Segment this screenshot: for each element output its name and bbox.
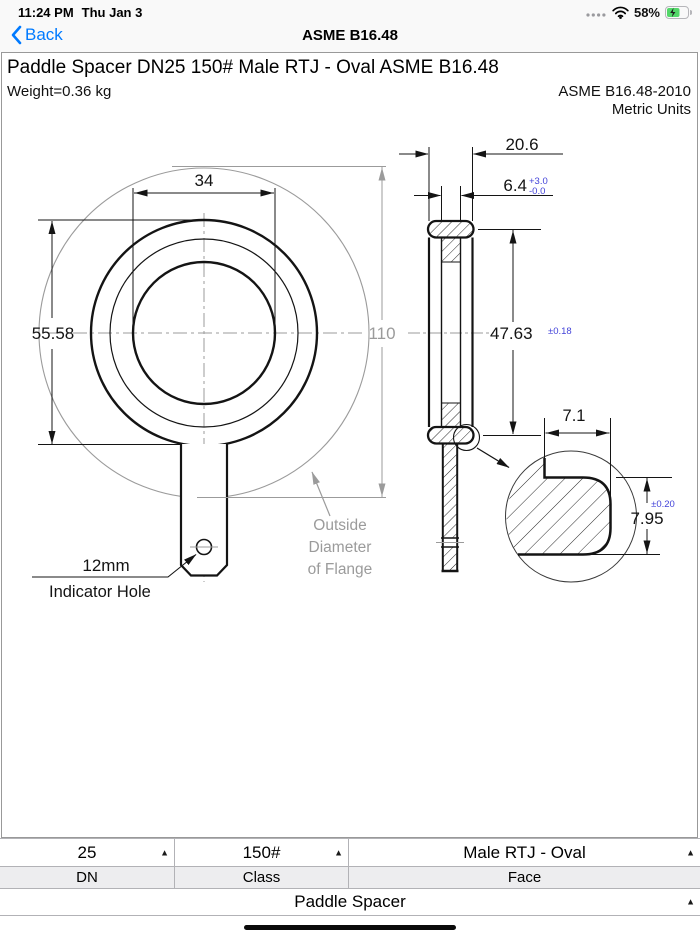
- page-title: Paddle Spacer DN25 150# Male RTJ - Oval …: [7, 57, 499, 78]
- units-label: Metric Units: [611, 101, 691, 118]
- sheet-border: [1, 52, 698, 838]
- technical-drawing: 34 55.58 110 Outside Diameter of Flange: [1, 52, 698, 838]
- ring-pitch-circle: [109, 238, 299, 428]
- back-button[interactable]: Back: [10, 25, 63, 45]
- face-header: Face: [507, 869, 542, 886]
- face-value-cell[interactable]: Male RTJ - Oval ▲: [349, 839, 700, 866]
- front-view: 34 55.58 110 Outside Diameter of Flange: [32, 166, 396, 601]
- dn-dropdown-icon: ▲: [160, 847, 169, 857]
- dn-header-cell: DN: [0, 867, 175, 888]
- indicator-hole-leader: [32, 554, 197, 578]
- detail-leader: [476, 447, 510, 469]
- weight-label: Weight=0.36 kg: [7, 83, 112, 100]
- top-bar: 11:24 PM Thu Jan 3 58% Back ASME B16.48: [0, 0, 700, 52]
- indicator-hole-label: Indicator Hole: [49, 583, 151, 601]
- back-chevron-icon: [11, 25, 22, 45]
- nav-title: ASME B16.48: [302, 27, 398, 44]
- cellular-signal-icon: [586, 13, 606, 17]
- face-header-cell: Face: [349, 867, 700, 888]
- type-value: Paddle Spacer: [294, 892, 406, 911]
- back-label: Back: [25, 25, 63, 44]
- od-note-line3: of Flange: [308, 561, 373, 578]
- battery-charging-icon: [665, 5, 692, 19]
- dim-ring-od: 55.58: [32, 324, 75, 343]
- dim-flange-od: 110: [368, 324, 395, 343]
- detail-view: 7.1 7.95 ±0.20: [505, 407, 675, 583]
- ring-section-bottom: [426, 425, 475, 445]
- dn-header: DN: [76, 869, 98, 886]
- status-date: Thu Jan 3: [81, 5, 143, 20]
- face-dropdown-icon: ▲: [686, 847, 695, 857]
- class-dropdown-icon: ▲: [334, 847, 343, 857]
- handle-outline: [179, 444, 229, 577]
- dim-pitch-diameter: 47.63: [490, 324, 533, 343]
- od-note-line2: Diameter: [309, 539, 372, 556]
- dim-ring-width: 7.1: [563, 407, 586, 425]
- dim-ring-height: 7.95: [630, 509, 663, 528]
- dim-ring-height-tol: ±0.20: [651, 499, 675, 510]
- class-header-cell: Class: [175, 867, 349, 888]
- ring-section-top: [426, 219, 475, 239]
- class-header: Class: [242, 869, 281, 886]
- face-value: Male RTJ - Oval: [463, 842, 586, 862]
- type-value-cell[interactable]: Paddle Spacer ▲: [0, 889, 700, 915]
- type-dropdown-icon: ▲: [686, 896, 695, 907]
- dim-indicator-hole: 12mm: [82, 556, 129, 575]
- home-indicator[interactable]: [244, 925, 456, 930]
- od-note-leader: [311, 471, 331, 517]
- ring-profile: [518, 458, 612, 556]
- status-time-date: 11:24 PM Thu Jan 3: [18, 5, 142, 20]
- dim-pitch-tol: ±0.18: [548, 326, 572, 337]
- dn-value-cell[interactable]: 25 ▲: [0, 839, 175, 866]
- standard-label: ASME B16.48-2010: [558, 83, 691, 100]
- dim-plate-thickness: 6.4: [503, 176, 527, 195]
- dn-value: 25: [77, 842, 97, 862]
- class-value: 150#: [242, 842, 281, 862]
- status-time: 11:24 PM: [18, 5, 74, 20]
- dim-plate-tol-minus: -0.0: [529, 186, 545, 197]
- detail-callout-circle: [452, 423, 481, 452]
- dim-bore: 34: [195, 171, 214, 190]
- od-note-line1: Outside: [313, 517, 366, 534]
- selection-picker: 25 ▲ 150# ▲ Male RTJ - Oval ▲ DN Class F…: [0, 838, 700, 934]
- drawing-sheet: Paddle Spacer DN25 150# Male RTJ - Oval …: [0, 52, 700, 838]
- dim-overall-width: 20.6: [505, 135, 538, 154]
- class-value-cell[interactable]: 150# ▲: [175, 839, 349, 866]
- battery-percent: 58%: [633, 4, 660, 20]
- wifi-icon: [612, 6, 629, 19]
- dim-plate-tol-plus: +3.0: [529, 176, 548, 187]
